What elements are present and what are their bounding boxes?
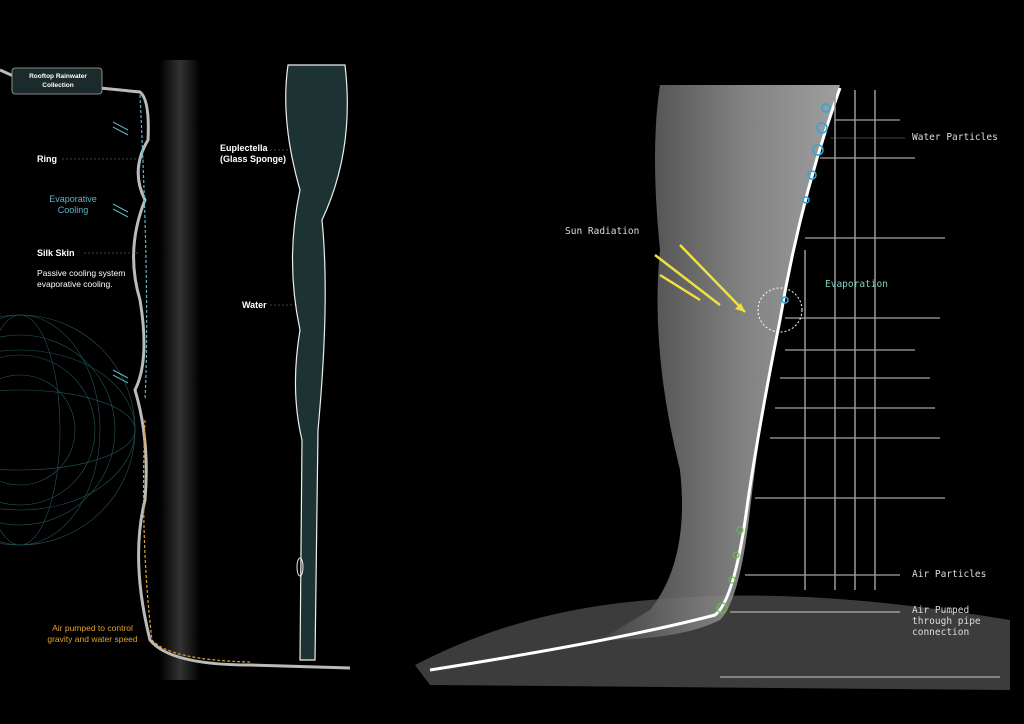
air-pumped-label: Air Pumped through pipe connection xyxy=(912,605,981,638)
cooling-water-flow xyxy=(139,94,148,401)
evaporation-label: Evaporation xyxy=(825,279,888,290)
water-label: Water xyxy=(242,300,267,310)
glass-sponge xyxy=(285,64,348,661)
air-flow xyxy=(142,419,251,663)
faded-column xyxy=(160,60,200,680)
air-particles-label: Air Particles xyxy=(912,569,987,580)
roof-box xyxy=(11,67,103,95)
ring-label: Ring xyxy=(37,154,57,164)
evap-label: Evaporative Cooling xyxy=(49,194,97,215)
sun-label: Sun Radiation xyxy=(565,226,640,237)
tree-columns xyxy=(804,90,876,590)
base-wave xyxy=(415,595,1010,690)
sponge-opening xyxy=(296,557,304,577)
water-particles xyxy=(781,103,831,304)
wireframe-sphere xyxy=(0,314,136,546)
air-label: Air pumped to control gravity and water … xyxy=(47,623,138,644)
sponge-label: Euplectella (Glass Sponge) xyxy=(220,143,287,164)
roof-label: Rooftop Rainwater Collection xyxy=(29,73,87,89)
sun-arrows-icon xyxy=(654,244,746,313)
sun-arrowhead-icon xyxy=(735,303,745,312)
water-particles-label: Water Particles xyxy=(912,132,998,143)
facade xyxy=(600,85,840,640)
facade-pipe xyxy=(429,87,842,672)
water-pipe xyxy=(0,68,351,670)
detail-circle xyxy=(757,287,803,333)
passive-label: Passive cooling system evaporative cooli… xyxy=(37,268,126,289)
air-particles xyxy=(716,526,744,614)
silk-label: Silk Skin xyxy=(37,248,75,258)
cooling-arrows-icon xyxy=(112,121,129,384)
